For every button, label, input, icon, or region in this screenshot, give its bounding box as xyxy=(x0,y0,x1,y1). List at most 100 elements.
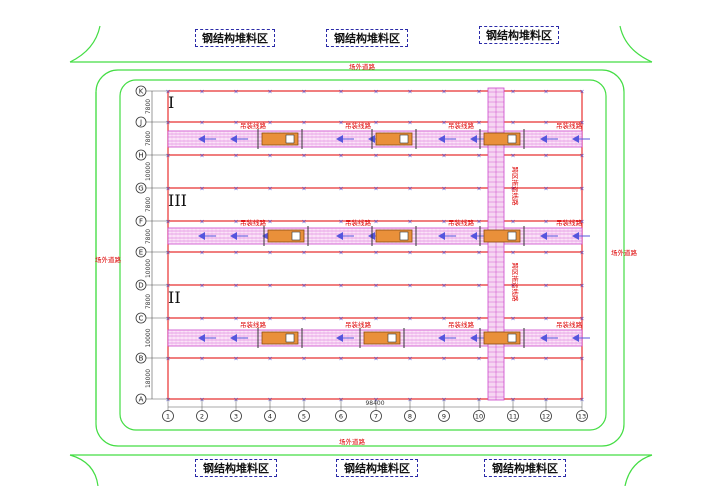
lane-label: 吊装线路 xyxy=(556,320,583,329)
column-axis-bubble xyxy=(162,410,174,422)
column-axis-label: 3 xyxy=(234,413,238,421)
column-marker: × xyxy=(233,89,238,96)
column-axis-label: 5 xyxy=(302,413,306,421)
column-marker: × xyxy=(510,283,515,290)
column-axis-bubble xyxy=(298,410,310,422)
column-axis-label: 2 xyxy=(200,413,204,421)
column-marker: × xyxy=(165,219,170,226)
direction-arrow xyxy=(540,135,547,143)
lane-label: 吊装线路 xyxy=(448,121,475,130)
column-marker: × xyxy=(301,316,306,323)
direction-arrow xyxy=(262,232,269,240)
row-dimension-label: 7800 xyxy=(145,131,152,146)
lane-label: 吊装线路 xyxy=(240,320,267,329)
column-marker: × xyxy=(476,316,481,323)
direction-arrow xyxy=(438,135,445,143)
column-marker: × xyxy=(543,219,548,226)
row-dimension-label: 10000 xyxy=(145,162,152,181)
column-marker: × xyxy=(510,250,515,257)
row-axis-bubble xyxy=(135,116,147,128)
column-marker: × xyxy=(267,219,272,226)
storage-zone-bottom-1: 钢结构堆料区 xyxy=(195,459,277,477)
column-marker: × xyxy=(441,316,446,323)
column-marker: × xyxy=(510,219,515,226)
road-corner-top-left xyxy=(69,25,101,63)
crane-units xyxy=(257,129,525,348)
column-marker: × xyxy=(510,316,515,323)
direction-arrow xyxy=(470,232,477,240)
row-dimension-label: 10000 xyxy=(145,328,152,347)
column-axis-label: 7 xyxy=(374,413,378,421)
column-marker: × xyxy=(441,120,446,127)
row-axis-bubble xyxy=(135,85,147,97)
column-marker: × xyxy=(579,153,584,160)
column-marker: × xyxy=(543,120,548,127)
column-marker: × xyxy=(579,283,584,290)
column-marker: × xyxy=(441,356,446,363)
direction-arrow xyxy=(336,135,343,143)
column-marker: × xyxy=(543,89,548,96)
column-axis-label: 1 xyxy=(166,413,170,421)
row-axis-bubble xyxy=(135,149,147,161)
column-marker: × xyxy=(373,283,378,290)
column-marker: × xyxy=(476,186,481,193)
column-marker: × xyxy=(579,89,584,96)
column-marker: × xyxy=(579,250,584,257)
direction-arrow xyxy=(470,135,477,143)
column-marker: × xyxy=(510,186,515,193)
column-axis-bubble xyxy=(370,410,382,422)
column-marker: × xyxy=(199,153,204,160)
column-axis-bubble xyxy=(230,410,242,422)
road-label-top: 场外道路 xyxy=(349,62,376,71)
row-axis-bubble xyxy=(135,352,147,364)
column-marker: × xyxy=(165,120,170,127)
direction-arrow xyxy=(198,135,205,143)
column-marker: × xyxy=(233,186,238,193)
column-marker: × xyxy=(543,153,548,160)
column-marker: × xyxy=(233,219,238,226)
lane-label: 吊装线路 xyxy=(556,218,583,227)
column-marker: × xyxy=(407,250,412,257)
column-marker: × xyxy=(338,89,343,96)
direction-arrow xyxy=(336,334,343,342)
direction-arrow xyxy=(572,232,579,240)
column-marker: × xyxy=(233,250,238,257)
direction-arrow xyxy=(540,232,547,240)
row-dimension-label: 7800 xyxy=(145,197,152,212)
column-marker: × xyxy=(267,250,272,257)
column-marker: × xyxy=(579,316,584,323)
column-axis-bubble xyxy=(196,410,208,422)
crane-cab xyxy=(507,134,517,144)
column-marker: × xyxy=(267,186,272,193)
column-marker: × xyxy=(407,186,412,193)
column-axis-label: 9 xyxy=(442,413,446,421)
row-axis-label: A xyxy=(139,396,144,404)
row-dimension-label: 7800 xyxy=(145,294,152,309)
column-marker: × xyxy=(301,153,306,160)
road-label-left: 场外道路 xyxy=(95,255,122,264)
column-marker: × xyxy=(579,120,584,127)
column-marker: × xyxy=(233,283,238,290)
column-marker: × xyxy=(407,356,412,363)
column-marker: × xyxy=(373,120,378,127)
column-marker: × xyxy=(267,316,272,323)
column-marker: × xyxy=(165,283,170,290)
road-label-bottom: 场外道路 xyxy=(339,437,366,446)
column-marker: × xyxy=(338,186,343,193)
column-marker: × xyxy=(441,153,446,160)
direction-arrow xyxy=(438,334,445,342)
column-marker: × xyxy=(476,283,481,290)
column-marker: × xyxy=(301,283,306,290)
column-marker: × xyxy=(510,153,515,160)
column-axis-label: 11 xyxy=(509,413,517,421)
column-marker: × xyxy=(510,89,515,96)
column-axis-label: 12 xyxy=(542,413,550,421)
row-axis-bubble xyxy=(135,312,147,324)
direction-arrow xyxy=(470,334,477,342)
column-marker: × xyxy=(373,356,378,363)
column-marker: × xyxy=(199,356,204,363)
storage-zone-top-1: 钢结构堆料区 xyxy=(195,29,275,47)
column-marker: × xyxy=(373,316,378,323)
